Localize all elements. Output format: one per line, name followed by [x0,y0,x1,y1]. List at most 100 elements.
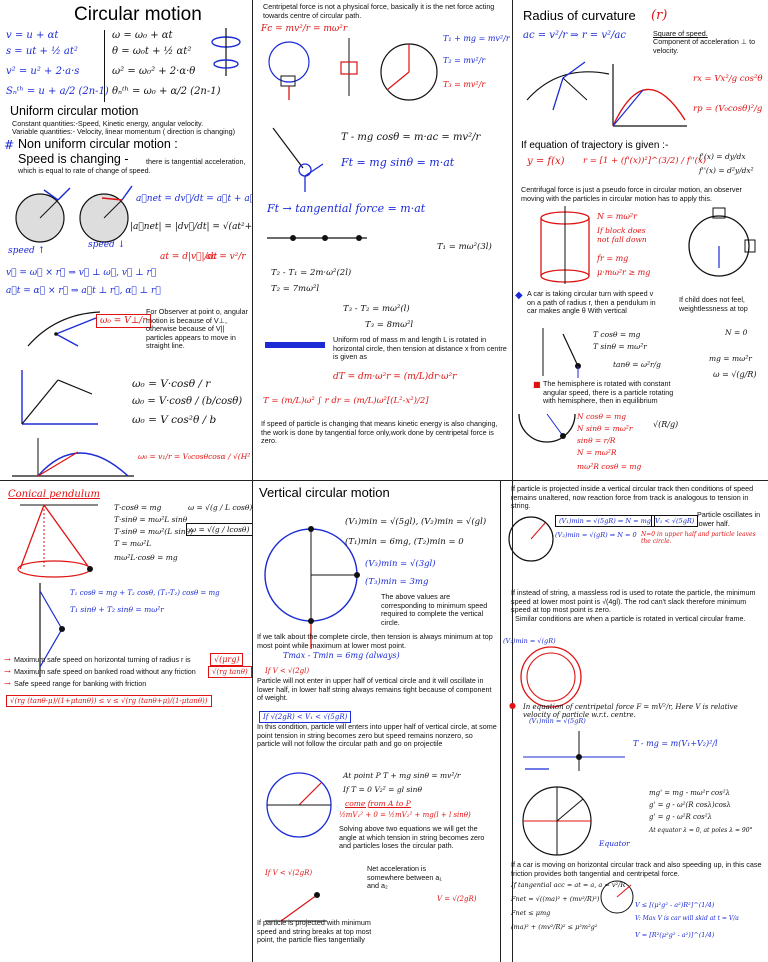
eq-rod-t: T = (m/L)ω² ∫ r dr = (m/L)ω²[(L²-x²)/2] [263,396,429,406]
eq-rc-x: rx = Vx²/g cos²θ [693,74,763,84]
note-projected-min: If particle is projected with minimum sp… [257,918,372,945]
eq-t1: T₁ = mω²(3l) [437,242,492,252]
eq-t2: T₂ - T₁ = 2m·ω²(2l) [271,268,352,278]
eq-safe1: √(μrg) [210,653,244,666]
eq-tmg1: T₁ + mg = mv²/r [443,34,510,43]
eq-fc: Fc = mv²/r = mω²r [261,24,348,34]
rotating-ring-diagram [688,207,756,277]
earth-diagram [522,786,592,856]
eq-vc9: If T = 0 V₂² = gl sinθ [343,785,422,794]
panel-centripetal: Centripetal force is not a physical forc… [253,0,512,480]
note-inside-track: If particle is projected inside a vertic… [511,484,754,511]
eq-ang2: θ = ω₀t + ½ αt² [112,46,192,57]
rod-diagram [265,342,325,348]
note-speed-desc: there is tangential acceleration, which … [18,157,246,175]
eq-cone1: T·cosθ = mg [114,503,162,512]
eq-t3: T₃ - T₂ = mω²(l) [343,304,410,314]
eq-anet: a⃗net = dv⃗/dt = a⃗t + a⃗c [136,194,252,204]
eq-t2b: T₂ = 7mω²l [271,284,320,294]
eq-cone-t2: T₁ sinθ + T₂ sinθ = mω²r [70,605,164,614]
velocity-component-diagram [21,370,98,425]
car-pendulum-diagram [542,328,581,378]
eq-safe2: √(rg tanθ) [208,666,252,678]
projectile-curvature-diagram [612,64,687,127]
eq-fric1: If tangential acc = at = a, a = v²/R [511,881,626,889]
axis-rotation-diagram [211,28,241,76]
eq-tmg3: T₃ = mv²/r [443,80,486,89]
eq-vc4: (T₃)min = 3mg [365,577,429,587]
rotating-masses-diagram [267,235,367,241]
vertical-circle-diagram [264,526,360,649]
title-conical-pendulum: Conical pendulum [8,489,100,500]
eq-hemi-result: √(R/g) [653,420,679,429]
eq-vc3: (V₃)min = √(3gl) [365,559,436,569]
eq-w0: ω₀ = V⊥/r [96,314,151,328]
eq-kin4: Sₙᵗʰ = u + a/2 (2n-1) [6,86,109,97]
panel-vertical-circular: Vertical circular motion (V₁)min = √(5gl… [253,481,500,962]
eq-vc6: If V < √(2gl) [265,667,310,675]
eq-vc10: come from A to P [345,799,411,808]
eq-vc11: ½mV₁² + 0 = ½mV₂² + mg(l + l sinθ) [339,811,471,819]
note-hemisphere: The hemisphere is rotated with constant … [543,379,674,406]
arrow-safe2-icon: → [4,667,11,676]
double-string-diagram [39,583,65,677]
eq-ac: ac = v²/r [206,252,246,262]
track-diagram [508,516,554,562]
eq-car2: T sinθ = mω²r [593,342,647,351]
eq-track1: (V₁)min = √(5gR) ⇒ N = mg [555,515,655,527]
title-radius-curvature: Radius of curvature [523,8,636,23]
note-similar: Similar conditions are when a particle i… [515,614,746,623]
eq-cone6: ω = √(g / L cosθ) [188,503,252,512]
note-work: If speed of particle is changing that me… [261,419,498,446]
circle-speed-up-diagram [15,187,71,243]
eq-rc1: ac = v²/r ⇒ r = v²/ac [523,30,626,41]
eq-fric3: Fnet ≤ μmg [511,909,551,917]
rotating-cylinder-diagram [540,206,590,284]
bullet-hash-icon: # [4,138,15,152]
divider-col1 [252,0,253,962]
title-trajectory-given: If equation of trajectory is given :- [521,140,669,151]
eq-cent1: In equation of centripetal force F = mV²… [523,703,738,719]
bullet-red-dot-icon: ● [509,701,516,710]
eq-traj3: f'(x) = dy/dx [699,152,746,161]
eq-track3: (V₂)min = √(gR) ⇒ N = 0 [555,531,637,539]
title-vertical-circular: Vertical circular motion [259,485,390,500]
eq-track2: V₁ < √(5gR) [651,515,699,527]
eq-tmg2: T₂ = mv²/r [443,56,486,65]
note-complete-circle: If we talk about the complete circle, th… [257,632,493,650]
eq-hemi4: N = mω²R [577,448,617,457]
eq-ang4: θₙᵗʰ = ω₀ + α/2 (2n-1) [112,86,221,97]
bullet-diamond-icon: ◆ [515,290,523,301]
eq-earth3: g' = g - ω²R cos²λ [649,813,712,821]
centripetal-diagrams [268,38,438,101]
eq-cyl3: fr = mg [597,254,629,263]
eq-vc5: Tmax - Tmin = 6mg (always) [283,651,400,660]
eq-cyl4: μ·mω²r ≥ mg [597,268,651,277]
eq-fric7: V = [R²(μ²g² - a²)]^(1/4) [635,931,715,939]
panel-circular-motion: Circular motion v = u + αt s = ut + ½ at… [0,0,252,480]
panel-radius-curvature: Radius of curvature (r) ac = v²/r ⇒ r = … [513,0,768,480]
projectile-diagram [12,438,134,477]
eq-child1: N = 0 [725,328,748,337]
note-massless-rod: If instead of string, a massless rod is … [511,588,756,615]
note-pseudo: Centrifugal force is just a pseudo force… [521,185,742,203]
divider-row [0,480,768,481]
eq-cone2: T·sinθ = mω²L sinθ [114,515,188,524]
note-rc2: Component of acceleration ⊥ to velocity. [653,37,756,55]
eq-ang3: ω² = ω₀² + 2·α·θ [112,66,196,77]
eq-vc2: (T₁)min = 6mg, (T₂)min = 0 [345,537,464,547]
title-non-uniform: Non uniform circular motion : [18,137,178,151]
bullet-red-square-icon: ■ [533,380,541,389]
eq-v-check: V = √(2gR) [437,895,477,903]
note-car: A car is taking circular turn with speed… [527,289,656,316]
eq-cent2: T - mg = m(V₁+V₂)²/l [633,739,718,748]
divider-col2-lower [500,480,501,962]
eq-hemi5: mω²R cosθ = mg [577,462,642,471]
note-observer: For Observer at point o, angular motion … [146,307,248,351]
eq-earth1: mg' = mg - mω²r cos²λ [649,789,730,797]
eq-w0c: ω₀ = V cos²θ / b [132,414,217,426]
eq-track7: (V₂)min = √(gR) [503,637,556,645]
eq-cone7: ω = √(g / lcosθ) [186,523,252,536]
eq-cone4: T = mω²L [114,539,152,548]
note-safe1: Maximum safe speed on horizontal turning… [14,655,191,664]
